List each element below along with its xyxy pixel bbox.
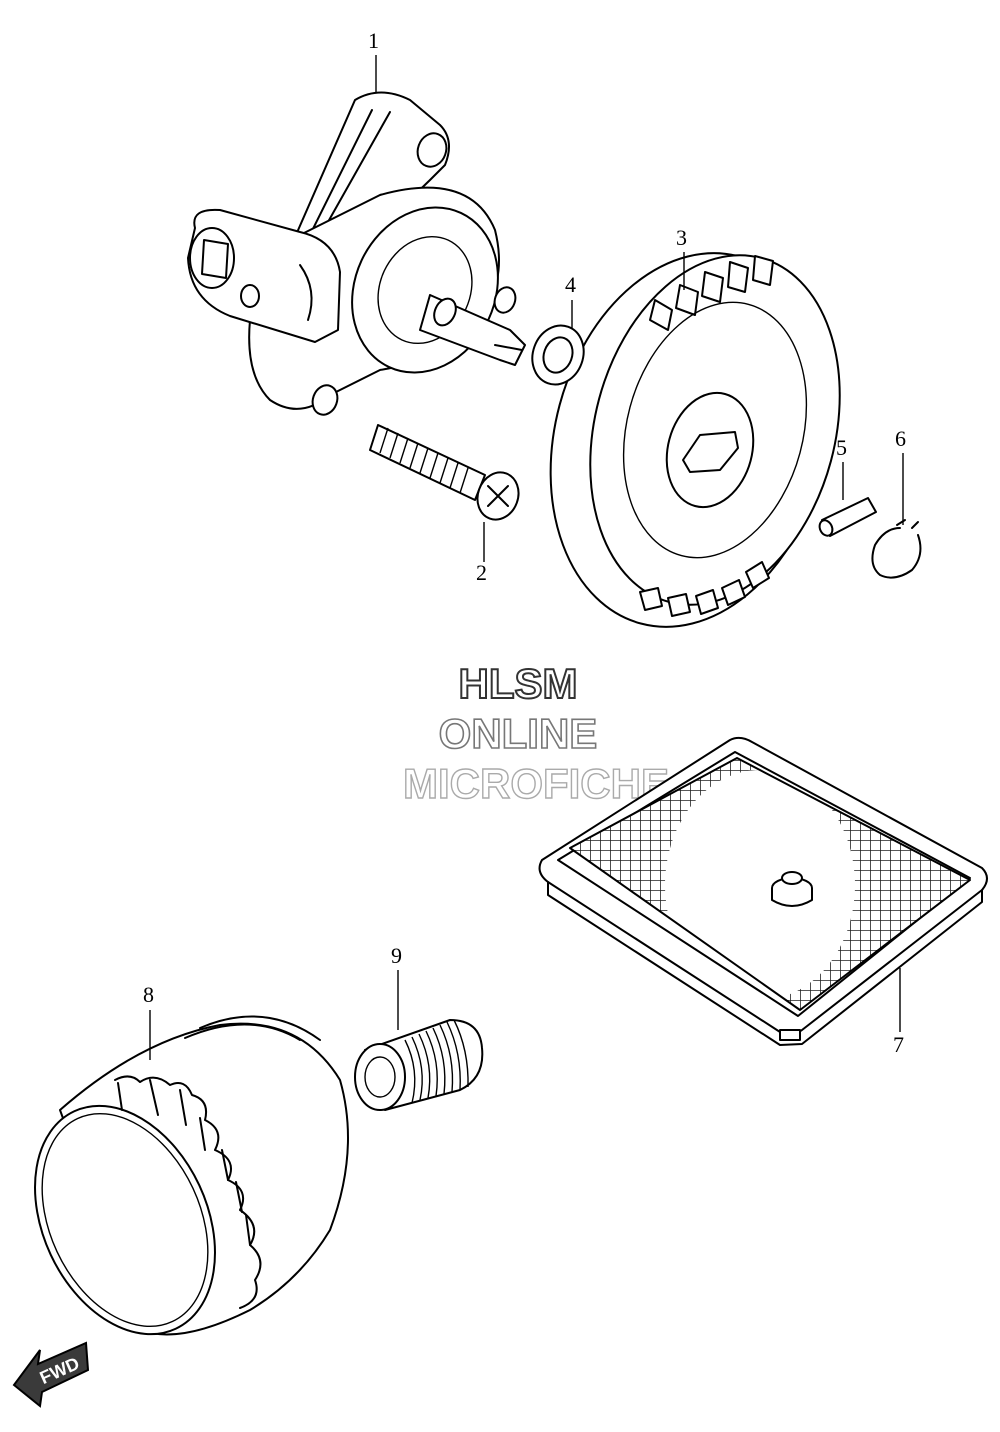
callout-2: 2 xyxy=(476,560,487,585)
oil-pump-gear xyxy=(549,252,841,628)
pin xyxy=(818,497,877,537)
callout-1: 1 xyxy=(368,28,379,53)
union-bolt xyxy=(354,1019,484,1111)
callout-6: 6 xyxy=(895,426,906,451)
washer xyxy=(531,324,585,386)
callout-8: 8 xyxy=(143,982,154,1007)
callout-9: 9 xyxy=(391,943,402,968)
callout-7: 7 xyxy=(893,1032,904,1057)
callout-4: 4 xyxy=(565,272,576,297)
watermark-line-hlsm: HLSM xyxy=(459,660,578,707)
callout-5: 5 xyxy=(836,435,847,460)
watermark-line-online: ONLINE xyxy=(439,710,598,757)
callout-3: 3 xyxy=(676,225,687,250)
circlip xyxy=(871,519,922,579)
oil-filter xyxy=(34,1015,349,1336)
oil-pump xyxy=(187,91,526,416)
fwd-arrow-icon: FWD xyxy=(12,1341,90,1408)
watermark-line-microfiche: MICROFICHE xyxy=(403,760,669,807)
watermark: HLSM ONLINE MICROFICHE xyxy=(402,659,669,808)
bolt xyxy=(369,424,520,521)
